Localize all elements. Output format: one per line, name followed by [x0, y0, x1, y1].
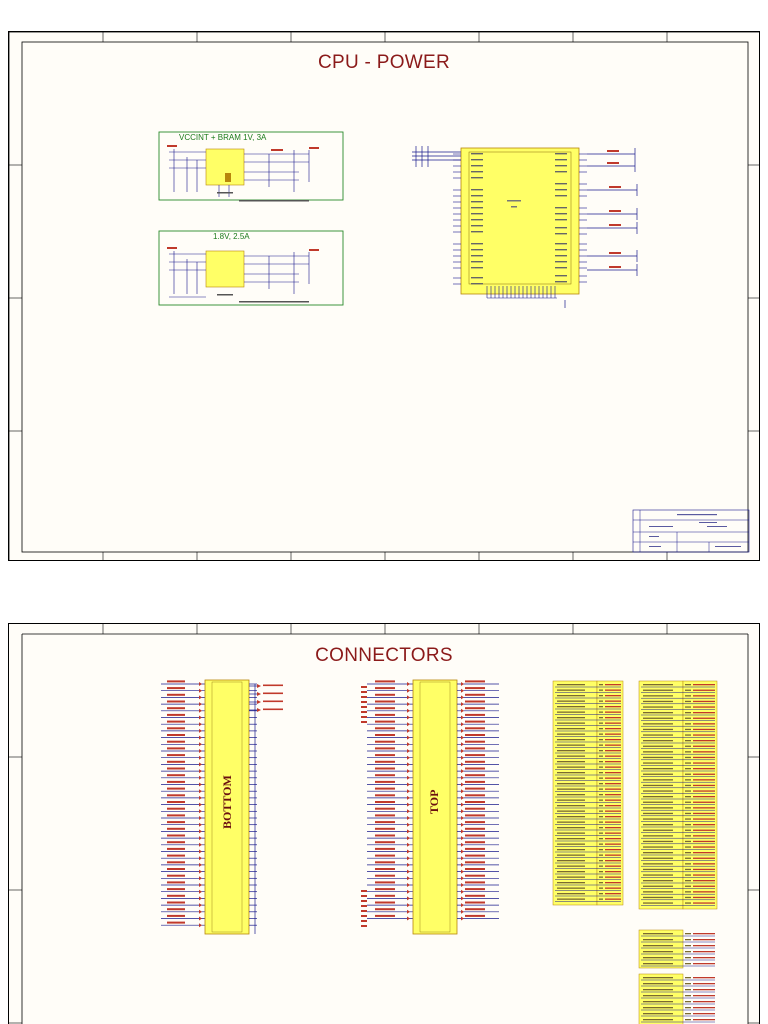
connector-top-label: TOP [427, 790, 441, 814]
sheet-connectors: BOTTOM TOP CONNECTORS [8, 623, 760, 1024]
connector-bottom: BOTTOM [161, 679, 283, 935]
signal-table-right [638, 680, 718, 910]
page-title: CONNECTORS [315, 645, 453, 666]
regulator-1-label: VCCINT + BRAM 1V, 3A [179, 133, 267, 142]
sheet-frame: VCCINT + BRAM 1V, 3A 1.8V [9, 32, 759, 560]
page-title: CPU - POWER [317, 52, 451, 73]
signal-table-lower [638, 929, 715, 1024]
regulator-2-label: 1.8V, 2.5A [213, 232, 250, 241]
sheet-cpu-power: VCCINT + BRAM 1V, 3A 1.8V [8, 31, 760, 561]
signal-table-left [552, 680, 624, 906]
pmic-ltm4644 [412, 146, 638, 308]
sheet-frame: BOTTOM TOP [9, 624, 759, 1024]
connector-bottom-label: BOTTOM [220, 775, 234, 829]
title-block [632, 509, 750, 553]
connector-top: TOP [361, 679, 499, 935]
regulator-block-1v8: 1.8V, 2.5A [158, 230, 344, 306]
regulator-block-vccint: VCCINT + BRAM 1V, 3A [158, 131, 344, 202]
